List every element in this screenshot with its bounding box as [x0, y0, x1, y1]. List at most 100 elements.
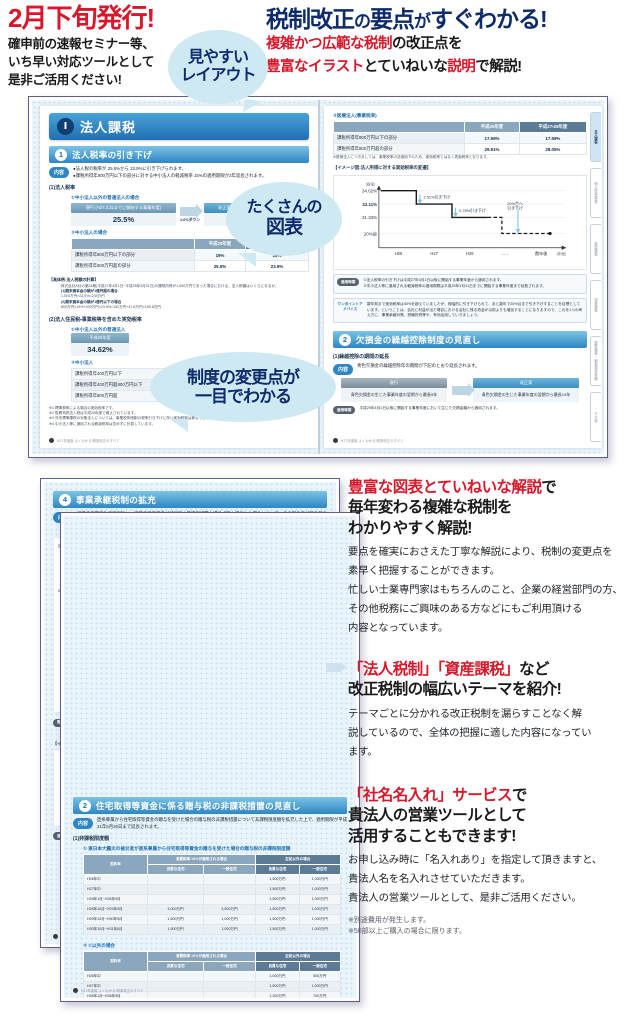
mk3-line-2: 活用することもできます!: [348, 827, 516, 845]
t2-r0-c0: H26年中: [83, 971, 148, 983]
sec2-before-head: 現行: [341, 378, 447, 389]
advice-box: ワンポイントアドバイス 数年前まで実効税率は40%を超えていましたが、段階的に引…: [333, 297, 587, 324]
tagline1-part-b: 税制: [364, 36, 393, 53]
header-right: 税制改正の要点がすぐわかる! 複雑かつ広範な税制の改正点を 豊富なイラストとてい…: [266, 6, 634, 77]
example-line-3: (2)期末資本金の額が1億円以下の場合: [61, 299, 122, 304]
chart-x-unit: (年度): [557, 251, 566, 256]
sec2-before-body: 青色欠損金の生じた事業年度の翌期から最長9年: [341, 388, 447, 403]
notice-line-0: ①法人税率の引き下げは平成27年4月1日以後に開始する事業年度から適用されます。: [363, 278, 504, 283]
table-1-before-label: 現行 (H27.3.31までに開始する事業年度): [71, 203, 176, 214]
tagline2-part-d: で解説!: [475, 58, 522, 75]
med-r0-c0: 課税所得年800万円以下の部分: [332, 132, 466, 144]
spread-inner: Ⅰ 法人課税 1 法人税率の引き下げ 内容 ●法人税の税率が 25.5%から 2…: [32, 100, 604, 454]
t1-r4-c2: 1,000万円: [203, 914, 256, 926]
t1-r3-c2: 2,500万円: [203, 904, 256, 916]
left-page-footer: H27年度版 よくわかる!税制改正のすべて: [49, 438, 119, 443]
title-tail: すぐわかる!: [430, 6, 548, 32]
mk2-body-1: 説しているので、全体の把握に適した内容になってい: [348, 727, 592, 739]
header-sub-line-1: 確申前の速報セミナー等、: [8, 36, 155, 51]
tagline2-part-b: とていねいな: [363, 58, 448, 75]
marketing-block-2: 「法人税制」「資産課税」など 改正税制の幅広いテーマを紹介! テーマごとに分かれ…: [326, 660, 630, 763]
marketing-2-heading: 「法人税制」「資産課税」など 改正税制の幅広いテーマを紹介!: [348, 660, 630, 701]
right-page-footer: H27年度版 よくわかる!税制改正のすべて: [333, 438, 403, 443]
table-3-heading: ①中小法人以外の普通法人: [71, 326, 126, 332]
chart-xtick-0: H26: [395, 251, 403, 256]
bubble-change-line1: 制度の変更点が: [187, 367, 300, 387]
header-left: 2月下旬発行! 確申前の速報セミナー等、 いち早い対応ツールとして 是非ご活用く…: [8, 4, 258, 89]
t1-sub-1: 一般住宅: [203, 864, 256, 876]
t1-r1-c3: 1,500万円: [254, 884, 300, 896]
header-sub-line-2: いち早い対応ツールとして: [8, 54, 155, 69]
t1-r5-c3: 1,500万円: [254, 924, 300, 936]
chart-series-dashed: [487, 217, 550, 235]
example-body: 株式会社A社の第24期(平成27年4月1日~平成28年3月31日)の課税所得が1…: [49, 284, 309, 311]
chart-annot-2a: 20%台へ: [507, 201, 523, 206]
t1-r3-c3: 1,500万円: [254, 904, 300, 916]
table-1-before-value: 25.5%: [71, 213, 176, 227]
table-4-heading: ②中小法人: [71, 359, 94, 365]
t1-sub-3: 一般住宅: [298, 864, 341, 876]
table-2-heading: ②中小法人の場合: [71, 230, 108, 236]
table-1-delta-group: 1.6%ダウン: [179, 203, 203, 223]
t2-row-label-head: 契約年: [83, 951, 148, 973]
table-2-r1-c1: 25.5%: [193, 260, 247, 273]
chart-ytick-3: 20%台: [364, 231, 378, 238]
title-particle-no: の: [354, 12, 371, 31]
advice-body: 数年前まで実効税率は40%を超えていましたが、段階的に引き下げられて、あと数年で…: [367, 301, 583, 318]
index-tab-consumption[interactable]: 消費課税: [590, 280, 601, 330]
chart-endpoint-marker: [548, 232, 552, 236]
footer-bullet-icon-3: [53, 934, 58, 939]
index-tab-international[interactable]: 国際課税・納税環境整備: [590, 336, 601, 386]
t1-r0-c3: 1,500万円: [254, 874, 300, 886]
front-section-title: 住宅取得等資金に係る贈与税の非課税措置の見直し: [96, 800, 301, 811]
document-spread: Ⅰ 法人課税 1 法人税率の引き下げ 内容 ●法人税の税率が 25.5%から 2…: [28, 96, 608, 458]
section-bar-2: 2 欠損金の繰越控除制度の見直し: [333, 331, 587, 349]
mk3-note-1: ※50部以上ご購入の場合に限ります。: [348, 928, 466, 936]
section-1-title: 法人税率の引き下げ: [72, 149, 153, 160]
index-tab-other[interactable]: その他: [590, 392, 601, 442]
medical-table: 平成26年度 平成27・28年度 課税所得年800万円以下の部分 17.59% …: [332, 121, 588, 155]
tagline2-part-c: 説明: [447, 58, 476, 75]
front-sub1-heading: ① 東日本大震災の被災者が直系尊属から住宅取得等資金の贈与を受けた場合の贈与税の…: [83, 846, 291, 852]
mk1-body-2: 忙しい士業専門家はもちろんのこと、企業の経営部門の方、: [348, 585, 623, 597]
t1-sub-0: 良質な住宅: [146, 864, 205, 876]
t1-r4-c4: 1,000万円: [298, 914, 341, 926]
chart-xtick-1: H27: [430, 251, 438, 256]
t1-r0-c4: 1,000万円: [298, 874, 341, 886]
section-2-content-text: 青色欠損金の繰越控除年の期間が下記のとおり延長されます。: [357, 363, 480, 369]
index-tab-corporate[interactable]: 法人課税: [590, 112, 601, 162]
mk1-body-1: 素早く把握することができます。: [348, 566, 500, 578]
t1-r3-c0: H28年10月~H29年9月: [83, 904, 148, 916]
index-tab-individual-income[interactable]: 個人所得課税: [590, 168, 601, 218]
chapter-bar: Ⅰ 法人課税: [49, 113, 309, 140]
mk2-body-0: テーマごとに分かれる改正税制を漏らすことなく解: [348, 708, 582, 720]
t2-r2-c3: 1,200万円: [254, 991, 300, 998]
content-tag: 内容: [49, 167, 70, 178]
mk1-line-2: わかりやすく解説!: [348, 519, 472, 537]
t1-r1-c0: H27年中: [83, 884, 148, 896]
bubble-layout-line2: レイアウト: [180, 67, 256, 84]
table-row: 課税所得年800万円超の部分 29.91% 28.05%: [332, 143, 588, 155]
content-line-2: ●課税所得年800万円以下の部分に対する中小法人の軽減税率 15%の適用期限が2…: [73, 172, 267, 178]
index-tab-asset[interactable]: 資産課税: [590, 224, 601, 274]
section-1-number: 1: [55, 148, 67, 161]
mk1-line-0: 豊富な図表とていねいな解説で: [348, 478, 630, 498]
footer-bullet-icon-4: [73, 988, 78, 993]
marketing-3-notes: ※別途費用が発生します。 ※50部以上ご購入の場合に限ります。: [348, 916, 630, 938]
t2-header-row-1: 契約年 消費税率 10%が適用される場合 左記以外の場合: [83, 951, 341, 973]
table-1-delta: 1.6%ダウン: [179, 217, 201, 222]
t1-r5-c2: 1,000万円: [203, 924, 256, 936]
table-2-r0-c0: 課税所得年800万円以下の部分: [71, 249, 195, 262]
mk3-line-0: 「社名名入れ」サービスで: [348, 786, 630, 806]
t1-r4-c3: 1,500万円: [254, 914, 300, 926]
title-particle-ga: が: [414, 12, 431, 31]
table-2-r1-c2: 23.9%: [245, 260, 309, 273]
t2-r2-c2: [203, 991, 256, 998]
t2-r2-c1: [146, 991, 205, 998]
section-2-block-heading: (1)繰越控除の期間の延長: [333, 354, 390, 361]
front-page-footer: H27年度版 よくわかる!税制改正のすべて: [73, 988, 143, 993]
t1-r2-c1: [146, 894, 205, 906]
section-2-apply-tag: 適用時期: [333, 406, 356, 415]
